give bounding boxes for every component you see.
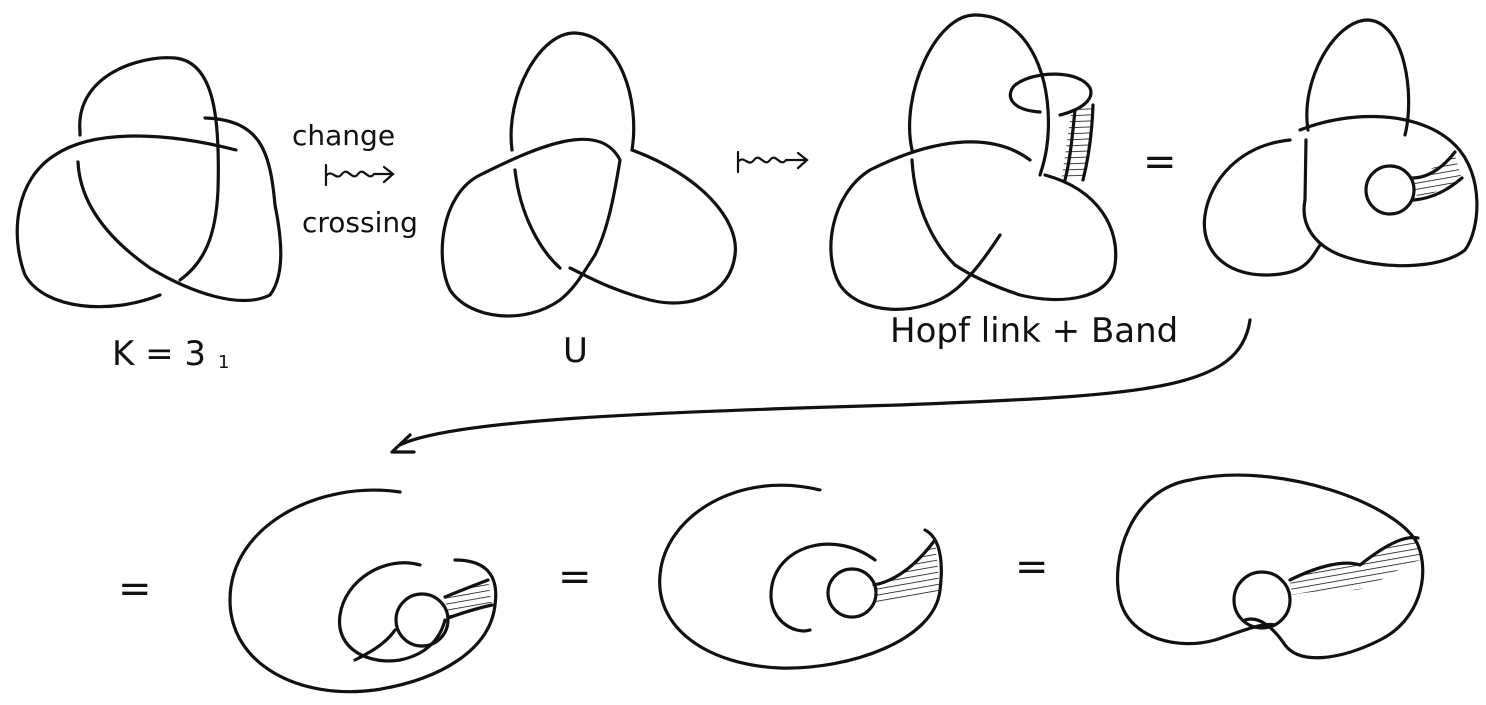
equals-sign-4: = [1015, 544, 1049, 590]
band-diagram-7 [1115, 473, 1425, 660]
continuation-arrow [390, 318, 1252, 454]
hopf-link-band-diagram [829, 13, 1118, 311]
change-crossing-annotation: change crossing [292, 119, 418, 239]
trefoil-label: K = 3 [112, 334, 206, 374]
trefoil-knot [15, 56, 283, 309]
equals-sign-2: = [118, 566, 152, 612]
unknot-diagram [440, 31, 737, 318]
hopf-band-label: Hopf link + Band [890, 311, 1178, 351]
unknot-label: U [563, 331, 588, 371]
band-diagram-4 [1202, 18, 1479, 277]
band-move-arrow [736, 150, 809, 174]
band-diagram-6 [658, 483, 943, 670]
band-diagram-5 [228, 488, 498, 694]
crossing-label: crossing [302, 206, 418, 239]
equals-sign-3: = [558, 554, 592, 600]
trefoil-label-subscript: 1 [218, 352, 229, 373]
equals-sign-1: = [1143, 139, 1177, 185]
change-label: change [292, 119, 395, 152]
